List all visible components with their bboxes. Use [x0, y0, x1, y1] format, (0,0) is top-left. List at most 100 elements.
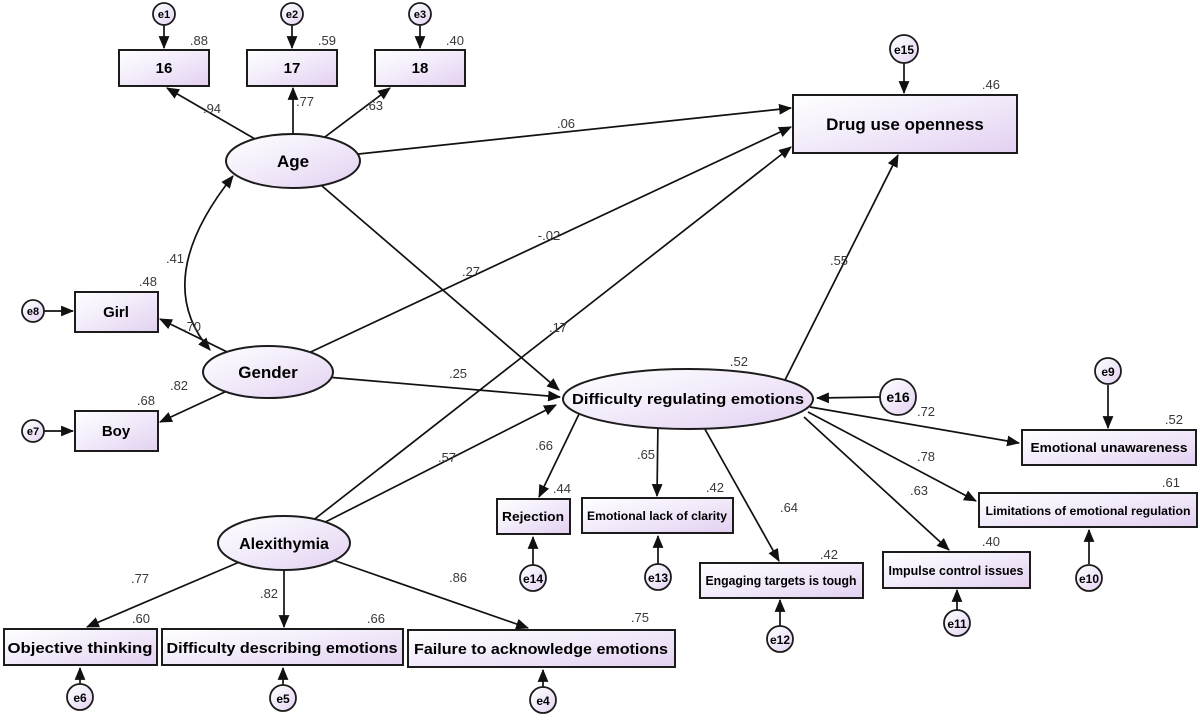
label-e10: e10	[1079, 572, 1099, 586]
observed-drug-use-openness	[792, 94, 1018, 154]
r2-limitations-of-emotional-regulation: .61	[1162, 475, 1180, 490]
label-e12: e12	[770, 633, 790, 647]
arrow-alexithymia-dre	[283, 404, 557, 544]
loading-dre-unawareness: .72	[917, 404, 935, 419]
r2-emotional-unawareness: .52	[1165, 412, 1183, 427]
error-e15	[889, 34, 919, 64]
arrow-dre-unawareness	[809, 406, 1021, 447]
observed-limitations-of-emotional-regulation	[978, 492, 1198, 528]
label-impulse-control-issues: Impulse control issues	[889, 564, 1024, 578]
label-gender: Gender	[238, 363, 298, 382]
label-alexithymia: Alexithymia	[239, 536, 329, 553]
error-e6	[66, 683, 94, 711]
label-emotional-lack-of-clarity: Emotional lack of clarity	[587, 509, 727, 523]
label-18: 18	[412, 60, 429, 77]
error-e1	[152, 2, 176, 26]
label-difficulty-describing-emotions: Difficulty describing emotions	[167, 640, 398, 657]
latent-age	[225, 133, 361, 189]
label-difficulty-regulating-emotions: Difficulty regulating emotions	[572, 391, 804, 408]
covariance-arc-age-gender	[184, 175, 234, 351]
observed-rejection	[496, 498, 571, 535]
r2-girl: .48	[139, 274, 157, 289]
r2-failure-to-acknowledge-emotions: .75	[631, 610, 649, 625]
label-e4: e4	[536, 694, 550, 708]
observed-17	[246, 49, 338, 87]
coef-age-dre: .27	[462, 264, 480, 279]
observed-girl	[74, 291, 159, 333]
r2-18: .40	[446, 33, 464, 48]
loading-dre-rejection: .66	[535, 438, 553, 453]
label-e15: e15	[894, 43, 914, 57]
r2-difficulty-regulating-emotions: .52	[730, 354, 748, 369]
error-e4	[529, 686, 557, 714]
arrow-dre-limitations	[807, 411, 977, 502]
error-e10	[1075, 564, 1103, 592]
error-e2	[280, 2, 304, 26]
arrow-age-druguse	[292, 103, 793, 162]
arrow-dre-rejection	[538, 411, 581, 498]
coef-dre-druguse: .55	[830, 253, 848, 268]
r2-objective-thinking: .60	[132, 611, 150, 626]
coef-alexithymia-druguse: .17	[549, 320, 567, 335]
arrow-alexithymia-druguse	[283, 146, 792, 544]
loading-dre-clarity: .65	[637, 447, 655, 462]
arrow-age-dre	[292, 160, 560, 391]
labels: 16 17 18 Girl Boy Drug use openness Age …	[8, 9, 1191, 708]
r2-difficulty-describing-emotions: .66	[367, 611, 385, 626]
label-boy: Boy	[102, 423, 131, 440]
arrows	[44, 25, 1114, 687]
nodes	[3, 2, 1198, 714]
label-e13: e13	[648, 571, 668, 585]
label-e8: e8	[27, 306, 39, 318]
error-e7	[21, 419, 45, 443]
loading-alexithymia-describing: .82	[260, 586, 278, 601]
r2-emotional-lack-of-clarity: .42	[706, 480, 724, 495]
loading-dre-targets: .64	[780, 500, 798, 515]
loading-alexithymia-acknowledge: .86	[449, 570, 467, 585]
loading-alexithymia-objective: .77	[131, 571, 149, 586]
r2-17: .59	[318, 33, 336, 48]
label-e6: e6	[73, 691, 87, 705]
loading-age-16: .94	[203, 101, 221, 116]
loading-dre-impulse: .63	[910, 483, 928, 498]
loading-gender-boy: .82	[170, 378, 188, 393]
label-failure-to-acknowledge-emotions: Failure to acknowledge emotions	[414, 641, 668, 658]
label-16: 16	[156, 60, 173, 77]
label-drug-use-openness: Drug use openness	[826, 115, 984, 134]
label-limitations-of-emotional-regulation: Limitations of emotional regulation	[986, 504, 1191, 518]
observed-failure-to-acknowledge-emotions	[407, 629, 676, 668]
loading-age-17: .77	[296, 94, 314, 109]
arrow-dre-druguse	[779, 154, 899, 391]
r2-rejection: .44	[553, 481, 571, 496]
loading-age-18: .63	[365, 98, 383, 113]
label-e14: e14	[523, 572, 543, 586]
arrow-dre-clarity	[651, 419, 663, 498]
label-engaging-targets-is-tough: Engaging targets is tough	[706, 574, 857, 588]
label-e1: e1	[158, 9, 170, 21]
latent-gender	[202, 345, 334, 399]
error-e13	[644, 563, 672, 591]
observed-18	[374, 49, 466, 87]
latent-difficulty-regulating-emotions	[562, 368, 814, 430]
label-emotional-unawareness: Emotional unawareness	[1031, 440, 1188, 455]
observed-impulse-control-issues	[882, 551, 1031, 589]
error-e8	[21, 299, 45, 323]
r2-engaging-targets-is-tough: .42	[820, 547, 838, 562]
error-e12	[766, 625, 794, 653]
observed-emotional-lack-of-clarity	[581, 497, 734, 534]
label-e7: e7	[27, 426, 39, 438]
r2-16: .88	[190, 33, 208, 48]
coef-age-druguse: .06	[557, 116, 575, 131]
label-e2: e2	[286, 9, 298, 21]
error-e11	[943, 609, 971, 637]
r2-impulse-control-issues: .40	[982, 534, 1000, 549]
label-age: Age	[277, 152, 309, 171]
label-e16: e16	[886, 389, 910, 405]
r2-drug-use-openness: .46	[982, 77, 1000, 92]
arrow-dre-impulse	[803, 416, 950, 551]
loading-gender-girl: .70	[183, 319, 201, 334]
error-e3	[408, 2, 432, 26]
coef-gender-druguse: -.02	[538, 228, 560, 243]
